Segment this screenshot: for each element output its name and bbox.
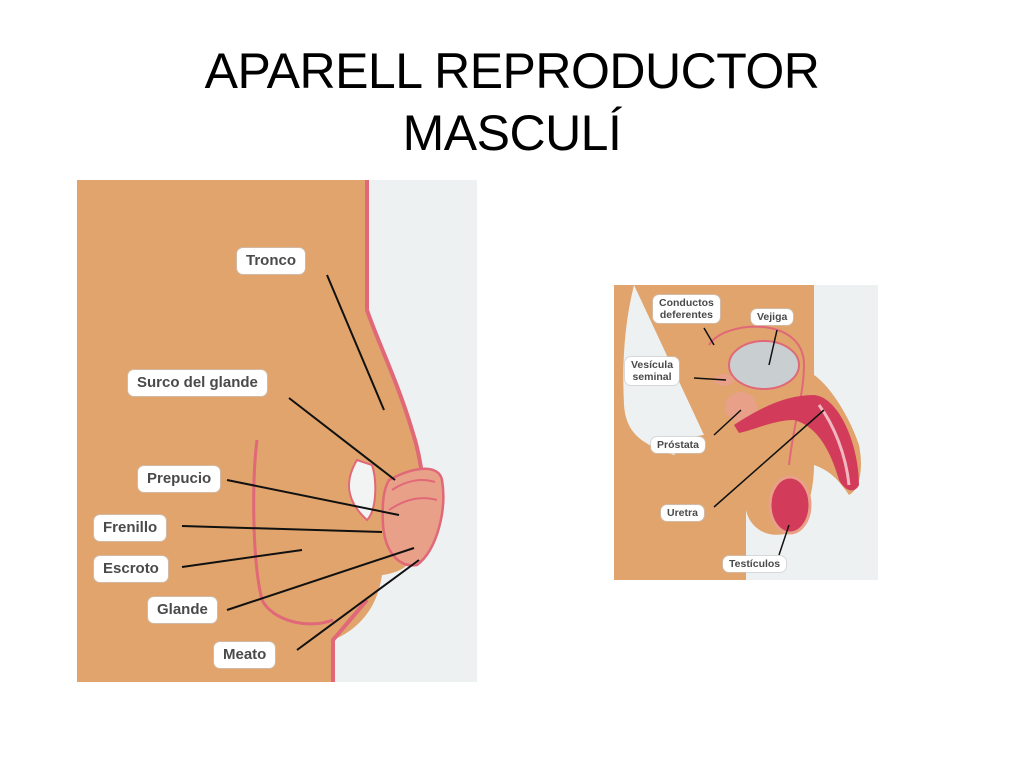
label-vesicula-seminal: Vesícula seminal [625, 357, 680, 385]
label-escroto: Escroto [94, 556, 168, 582]
slide-title: APARELL REPRODUCTOR MASCULÍ [0, 40, 1024, 164]
label-vejiga: Vejiga [751, 309, 794, 325]
title-line-1: APARELL REPRODUCTOR [204, 43, 820, 99]
leg-outline [331, 598, 369, 682]
internal-anatomy-illustration [614, 285, 878, 580]
thigh-crease [252, 439, 334, 626]
back-skin [614, 285, 674, 580]
leader-meato [296, 559, 420, 651]
label-vesicula-line2: seminal [632, 371, 672, 383]
leader-surco [288, 397, 396, 481]
leader-testiculos [778, 524, 790, 556]
external-anatomy-diagram: Tronco Surco del glande Prepucio Frenill… [77, 180, 477, 682]
label-tronco: Tronco [237, 248, 306, 274]
leader-uretra [713, 409, 825, 508]
label-conductos-deferentes: Conductos deferentes [653, 295, 720, 323]
label-frenillo: Frenillo [94, 515, 167, 541]
label-surco-del-glande: Surco del glande [128, 370, 267, 396]
skin-gap [347, 458, 377, 522]
leader-prostata [713, 409, 742, 436]
label-testiculos: Testículos [723, 556, 787, 572]
leader-prepucio [226, 479, 400, 516]
foreskin-fold-2 [388, 497, 438, 511]
vas-deferens-shape [708, 325, 806, 466]
leader-escroto [181, 549, 303, 568]
label-meato: Meato [214, 642, 276, 668]
foreskin-fold-1 [391, 479, 436, 491]
leader-lines [181, 274, 420, 651]
leader-vejiga [768, 329, 778, 366]
prostate-shape [725, 392, 757, 422]
leader-conductos [703, 327, 715, 346]
title-line-2: MASCULÍ [402, 105, 622, 161]
label-glande: Glande [148, 597, 217, 623]
glans-shape [381, 467, 445, 567]
leader-vesicula [693, 377, 727, 381]
label-prostata: Próstata [651, 437, 706, 453]
leader-frenillo [181, 525, 383, 533]
label-conductos-line2: deferentes [659, 309, 713, 321]
label-conductos-line1: Conductos [659, 297, 714, 309]
internal-anatomy-diagram: Conductos deferentes Vejiga Vesícula sem… [614, 285, 878, 580]
bladder-shape [728, 340, 800, 390]
label-uretra: Uretra [661, 505, 704, 521]
testicle-shape [768, 475, 812, 535]
leader-tronco [326, 274, 385, 411]
label-prepucio: Prepucio [138, 466, 221, 492]
leader-glande [226, 547, 415, 611]
leader-lines [693, 327, 825, 556]
label-vesicula-line1: Vesícula [631, 359, 674, 371]
